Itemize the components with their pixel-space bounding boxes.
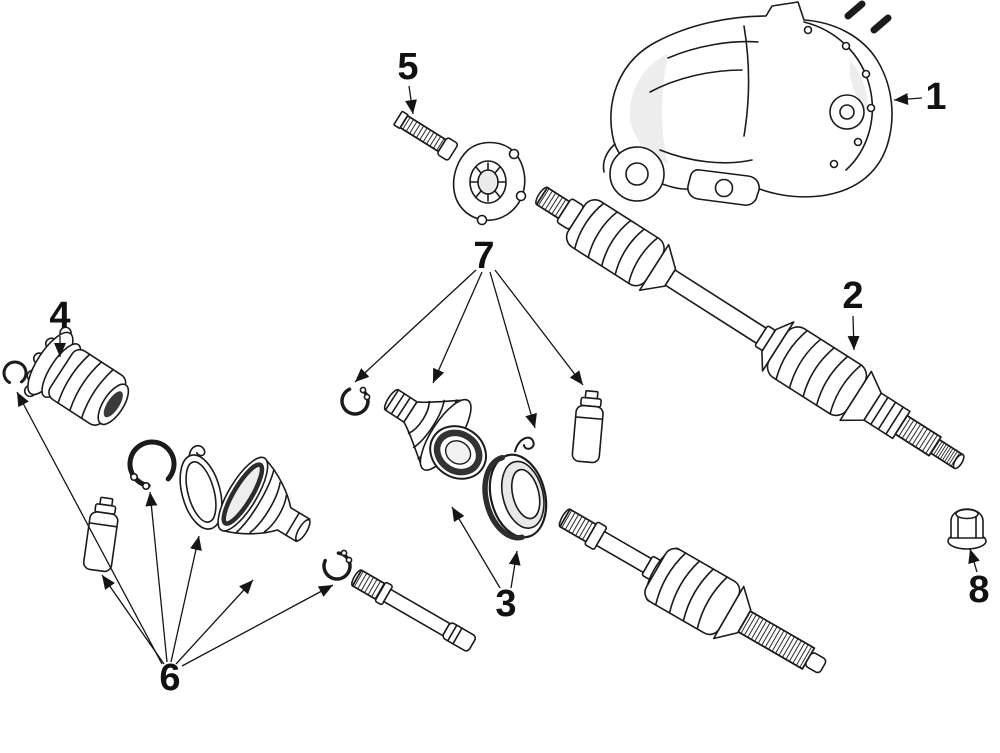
part-differential-carrier bbox=[602, 0, 893, 206]
leader-2 bbox=[847, 315, 860, 351]
leader-8 bbox=[968, 548, 980, 573]
leader-6d bbox=[170, 535, 202, 663]
part-boot-clamp bbox=[179, 444, 223, 530]
callout-3[interactable]: 3 bbox=[495, 583, 517, 625]
leader-6b bbox=[101, 574, 165, 665]
callout-1[interactable]: 1 bbox=[925, 76, 947, 118]
part-inner-half-shaft bbox=[558, 508, 827, 674]
part-grease-tube-outer bbox=[571, 389, 604, 464]
part-grease-tube-inner bbox=[82, 496, 119, 573]
part-inner-joint bbox=[23, 326, 130, 426]
part-snap-ring-small-left bbox=[2, 360, 28, 386]
part-cv-boot-inner bbox=[217, 456, 311, 543]
leader-lines bbox=[16, 85, 980, 667]
part-stub-shaft bbox=[393, 110, 459, 161]
part-snap-ring-large bbox=[127, 439, 177, 490]
callout-7[interactable]: 7 bbox=[473, 235, 495, 277]
callout-4[interactable]: 4 bbox=[49, 295, 71, 337]
part-axle-nut bbox=[947, 508, 987, 550]
part-snap-ring-shaft bbox=[322, 549, 353, 581]
leader-3a bbox=[451, 506, 501, 589]
part-axle-shaft-assembly bbox=[535, 186, 965, 470]
leader-1 bbox=[893, 93, 923, 105]
leader-6e bbox=[175, 579, 254, 665]
leader-7c bbox=[489, 271, 537, 429]
leader-6a bbox=[16, 391, 163, 665]
leader-7d bbox=[494, 269, 584, 386]
part-companion-flange bbox=[452, 141, 527, 226]
part-cv-boot-outer bbox=[383, 388, 487, 480]
leader-7a bbox=[354, 269, 477, 383]
leader-6f bbox=[181, 584, 334, 667]
leader-3b bbox=[508, 550, 521, 589]
leader-5 bbox=[405, 85, 417, 115]
callout-5[interactable]: 5 bbox=[397, 46, 419, 88]
part-stub-axle-shaft bbox=[351, 569, 477, 652]
callout-8[interactable]: 8 bbox=[968, 569, 990, 611]
leader-7b bbox=[432, 271, 483, 384]
callout-6[interactable]: 6 bbox=[159, 657, 181, 699]
callout-2[interactable]: 2 bbox=[842, 275, 864, 317]
part-dust-shield-cup bbox=[482, 436, 548, 541]
leader-6c bbox=[145, 491, 168, 663]
part-snap-ring-outer bbox=[340, 386, 371, 416]
